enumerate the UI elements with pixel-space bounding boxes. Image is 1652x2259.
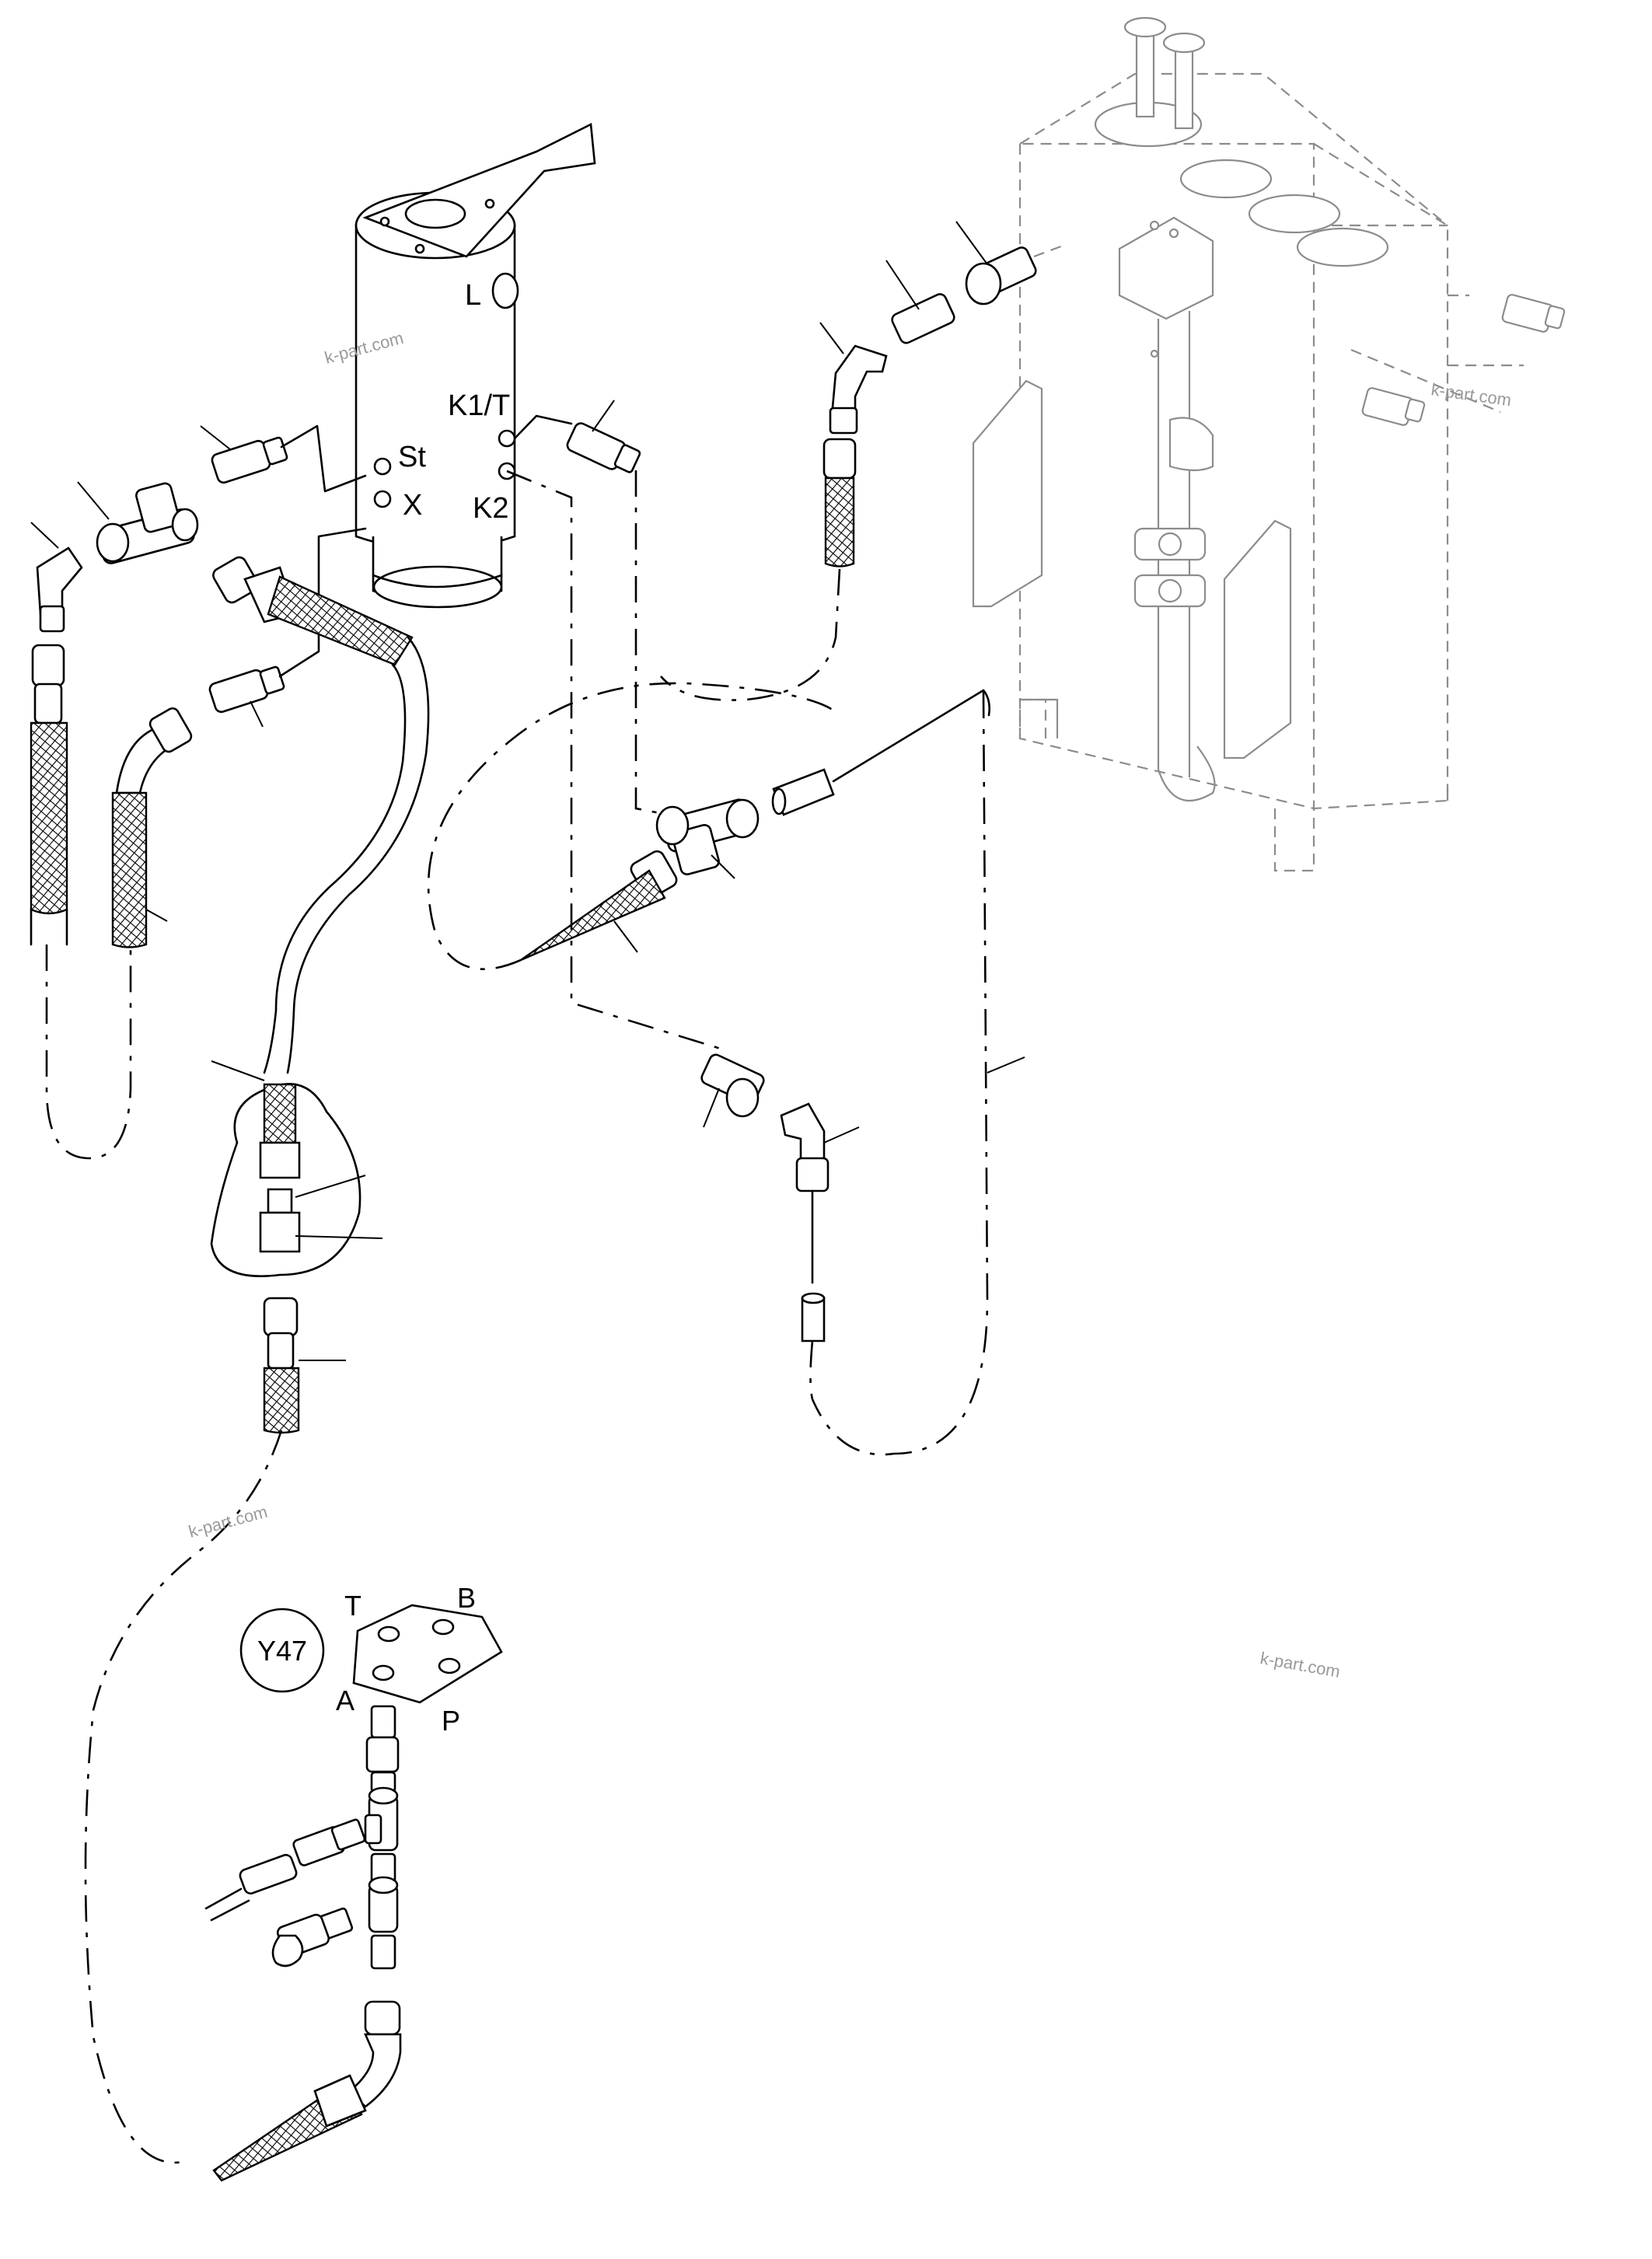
port-label-k1t: K1/T [448,389,510,422]
elbow-fitting-right [819,322,888,435]
elbow-fitting-left [30,522,83,633]
watermark-4: k-part.com [1259,1648,1342,1681]
control-valve-body [354,122,596,609]
solenoid-tag-circle [239,1608,325,1693]
port-label-k2: K2 [473,492,508,525]
pipe-stub-center [771,689,990,816]
y47-side-fitting-upper [204,1818,366,1922]
tee-fitting-center [655,798,760,879]
port-k1t-hole [498,429,516,448]
straight-fitting-k2 [700,1053,765,1128]
y47-fitting-stack [364,1705,401,2036]
port-label-st: St [398,441,426,473]
tank-fitting-upper [1501,294,1566,333]
port-st-hole [373,457,392,476]
mounting-plate [210,1060,383,1277]
solenoid-port-b: B [457,1582,476,1614]
tank-fitting-lower [1361,387,1426,426]
solenoid-port-block [352,1604,503,1704]
hose-y47-bottom [212,2033,402,2182]
straight-fitting-right-1 [885,260,955,344]
hose-left-inner [111,707,193,948]
y47-side-fitting-lower [271,1907,354,1967]
port-x-hole [373,490,392,508]
hose-plate-to-solenoid [263,1297,346,1434]
solenoid-port-p: P [442,1705,460,1737]
watermark-2: k-part.com [1430,379,1512,410]
straight-fitting-x [208,665,285,728]
elbow-fitting-center [780,1102,860,1400]
solenoid-y47: Y47 T B A P [239,1582,503,1737]
solenoid-tag: Y47 [257,1635,307,1667]
straight-fitting-st [200,425,288,484]
straight-fitting-right-2 [955,221,1066,306]
port-label-x: X [403,489,422,522]
hose-tee-to-plate [212,556,430,1074]
straight-fitting-k1t [566,400,641,473]
hydraulic-tank [972,16,1566,872]
watermark-3: k-part.com [187,1502,270,1541]
hose-center [520,850,678,962]
tee-fitting-left [77,481,199,564]
port-l-hole [491,272,519,309]
solenoid-port-t: T [344,1590,361,1622]
hose-right [660,438,857,701]
port-label-l: L [465,279,481,312]
hose-left-outer [30,644,68,946]
solenoid-port-a: A [336,1685,354,1716]
